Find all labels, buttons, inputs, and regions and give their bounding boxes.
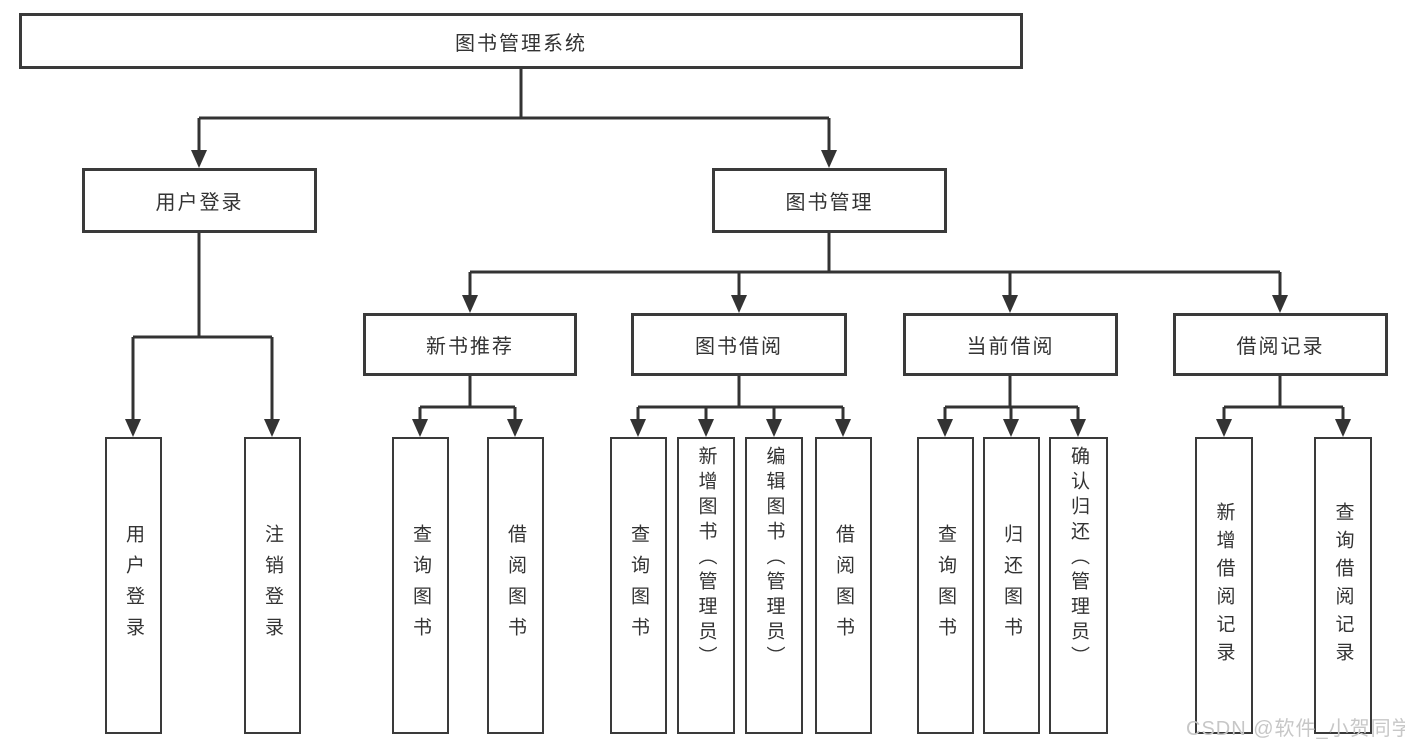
node-label: 新增借阅记录 bbox=[1213, 501, 1235, 670]
node-current-borrow: 当前借阅 bbox=[903, 313, 1118, 376]
node-label: 用户登录 bbox=[123, 523, 144, 648]
node-book-borrow: 图书借阅 bbox=[631, 313, 847, 376]
node-query-books-3: 查询图书 bbox=[917, 437, 974, 734]
watermark-text: CSDN @软件_小贺同学 bbox=[1186, 718, 1405, 740]
node-label: 查询图书 bbox=[410, 523, 431, 648]
node-label: 借阅记录 bbox=[1236, 336, 1325, 358]
node-add-borrow-record: 新增借阅记录 bbox=[1195, 437, 1253, 734]
node-label: 借阅图书 bbox=[505, 523, 526, 648]
node-library-management-system: 图书管理系统 bbox=[19, 13, 1023, 69]
node-label: 借阅图书 bbox=[833, 523, 854, 648]
node-label: 查询图书 bbox=[628, 523, 649, 648]
node-label: 归还图书 bbox=[1001, 523, 1022, 648]
node-label: 注销登录 bbox=[262, 523, 283, 648]
node-new-book-recommend: 新书推荐 bbox=[363, 313, 577, 376]
node-label: 确认归还（管理员） bbox=[1068, 446, 1089, 671]
node-logout: 注销登录 bbox=[244, 437, 301, 734]
node-book-management: 图书管理 bbox=[712, 168, 947, 233]
node-label: 图书借阅 bbox=[695, 336, 783, 358]
node-user-login-leaf: 用户登录 bbox=[105, 437, 162, 734]
node-label: 新增图书（管理员） bbox=[695, 446, 717, 671]
node-label: 图书管理系统 bbox=[455, 32, 587, 55]
node-label: 图书管理 bbox=[785, 192, 874, 214]
node-borrow-books-1: 借阅图书 bbox=[487, 437, 544, 734]
node-borrow-books-2: 借阅图书 bbox=[815, 437, 872, 734]
node-add-book-admin: 新增图书（管理员） bbox=[677, 437, 735, 734]
node-edit-book-admin: 编辑图书（管理员） bbox=[745, 437, 803, 734]
node-query-books-2: 查询图书 bbox=[610, 437, 667, 734]
node-query-borrow-record: 查询借阅记录 bbox=[1314, 437, 1372, 734]
node-confirm-return-admin: 确认归还（管理员） bbox=[1049, 437, 1108, 734]
node-borrow-records: 借阅记录 bbox=[1173, 313, 1388, 376]
node-user-login: 用户登录 bbox=[82, 168, 317, 233]
node-label: 当前借阅 bbox=[966, 336, 1055, 358]
node-label: 新书推荐 bbox=[426, 336, 514, 358]
node-query-books-1: 查询图书 bbox=[392, 437, 449, 734]
node-label: 查询图书 bbox=[935, 523, 956, 648]
node-label: 用户登录 bbox=[155, 192, 244, 214]
node-label: 编辑图书（管理员） bbox=[763, 446, 785, 671]
node-label: 查询借阅记录 bbox=[1332, 501, 1354, 670]
node-return-book: 归还图书 bbox=[983, 437, 1040, 734]
